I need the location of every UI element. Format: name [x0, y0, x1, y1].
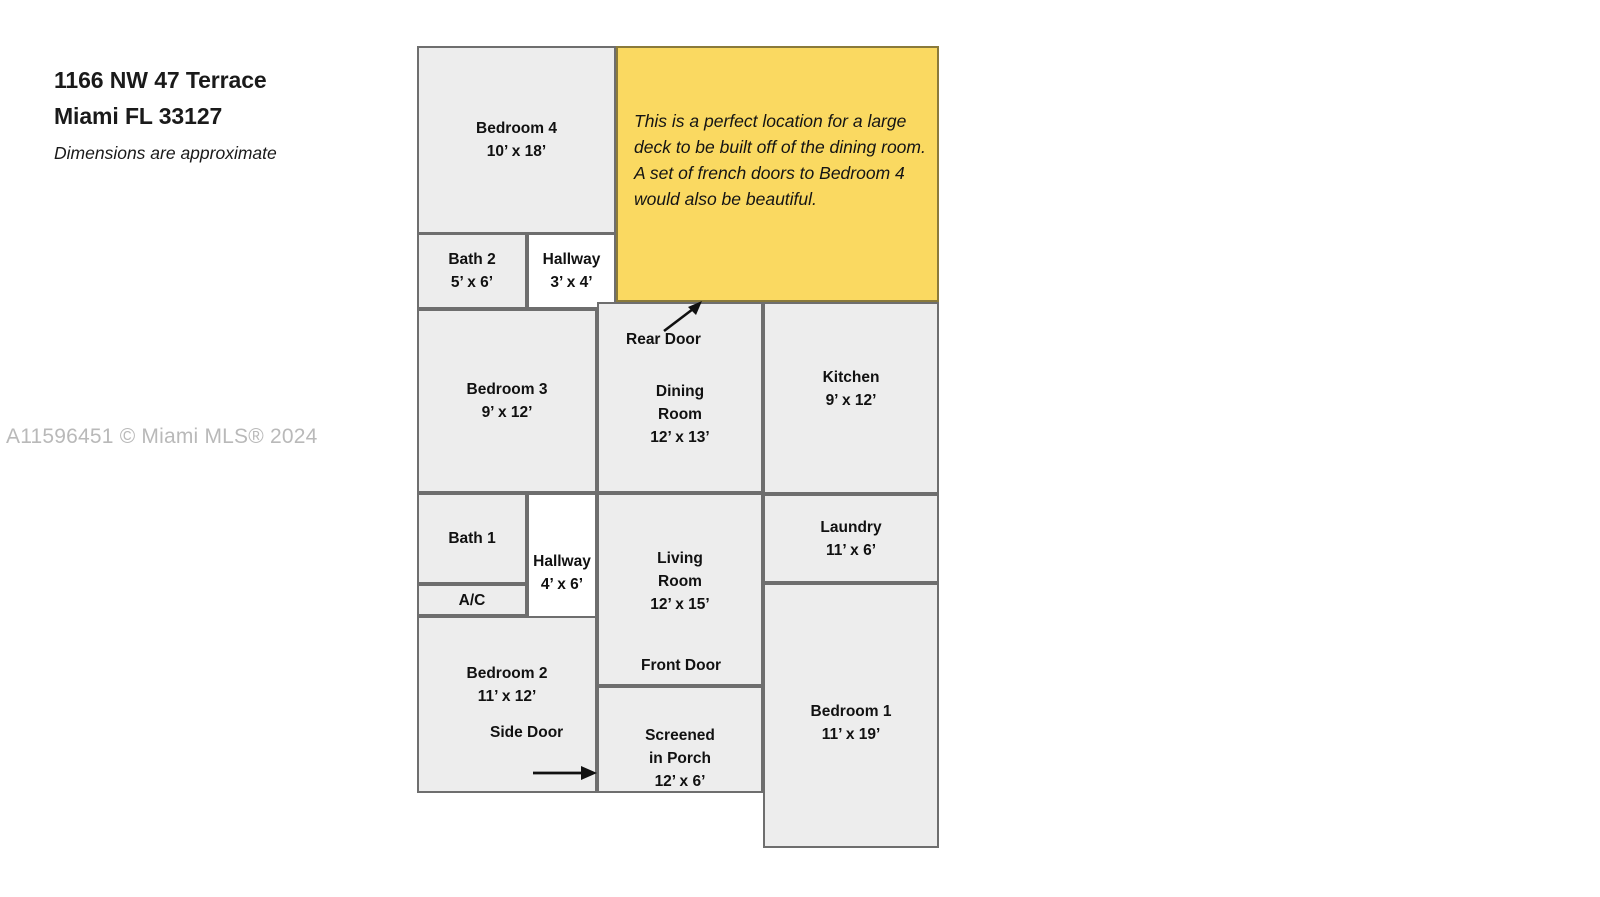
room-ac-closet: A/C: [417, 584, 527, 616]
room-dimensions-dining-room: 12’ x 13’: [650, 429, 710, 446]
room-dimensions-bedroom-4: 10’ x 18’: [486, 143, 547, 160]
room-laundry: Laundry 11’ x 6’: [763, 494, 939, 583]
room-label-bedroom-1: Bedroom 1: [810, 703, 892, 720]
deck-suggestion-note-text: This is a perfect location for a large d…: [634, 111, 926, 209]
room-dimensions-bath-2: 5’ x 6’: [450, 274, 494, 291]
room-bath-2: Bath 2 5’ x 6’: [417, 233, 527, 309]
title-block: 1166 NW 47 Terrace Miami FL 33127 Dimens…: [54, 62, 384, 168]
room-dimensions-hallway-upper: 3’ x 4’: [550, 274, 593, 291]
deck-suggestion-note: [616, 46, 939, 302]
side-door-arrow-icon: [533, 766, 597, 780]
room-bedroom-3: Bedroom 3 9’ x 12’: [417, 309, 597, 493]
room-label-bedroom-2: Bedroom 2: [466, 665, 548, 682]
room-label-bath-1: Bath 1: [448, 530, 496, 547]
room-bath-1: Bath 1: [417, 493, 527, 584]
room-label-hallway-upper: Hallway: [542, 251, 601, 268]
room-label-dining-room: Dining Room: [655, 383, 705, 423]
room-bedroom-2: Bedroom 2 11’ x 12’: [417, 616, 597, 793]
address-line-2: Miami FL 33127: [54, 103, 223, 129]
room-living-room: Living Room 12’ x 15’: [597, 493, 763, 686]
room-dimensions-laundry: 11’ x 6’: [826, 541, 876, 559]
room-label-bedroom-4: Bedroom 4: [476, 120, 557, 137]
side-door-label: Side Door: [490, 724, 564, 741]
room-dimensions-living-room: 12’ x 15’: [650, 596, 710, 613]
room-dimensions-kitchen: 9’ x 12’: [825, 392, 877, 409]
room-label-hallway-lower: Hallway: [533, 553, 591, 570]
rear-door-label: Rear Door: [626, 331, 701, 348]
mls-watermark: A11596451 © Miami MLS® 2024: [6, 425, 318, 448]
room-dimensions-bedroom-2: 11’ x 12’: [477, 688, 537, 705]
room-label-ac-closet: A/C: [458, 591, 486, 609]
room-label-bedroom-3: Bedroom 3: [466, 381, 548, 398]
address-line-1: 1166 NW 47 Terrace: [54, 67, 267, 93]
room-dimensions-bedroom-1: 11’ x 19’: [821, 726, 881, 743]
room-dimensions-screened-porch: 12’ x 6’: [654, 773, 706, 790]
room-hallway-upper: Hallway 3’ x 4’: [527, 233, 616, 309]
room-label-living-room: Living Room: [657, 550, 703, 590]
room-kitchen: Kitchen 9’ x 12’: [763, 302, 939, 494]
room-label-laundry: Laundry: [820, 518, 882, 536]
room-bedroom-1: Bedroom 1 11’ x 19’: [763, 583, 939, 848]
room-bedroom-4: Bedroom 4 10’ x 18’: [417, 46, 616, 234]
rear-door-arrow-icon: [663, 301, 702, 333]
room-label-screened-porch: Screened in Porch: [645, 727, 715, 767]
front-door-label: Front Door: [641, 657, 722, 674]
dimensions-disclaimer: Dimensions are approximate: [54, 143, 277, 163]
room-screened-porch: Screened in Porch 12’ x 6’: [597, 686, 763, 793]
room-dimensions-hallway-lower: 4’ x 6’: [540, 576, 584, 593]
room-dining-room: Dining Room 12’ x 13’: [597, 302, 763, 493]
room-hallway-lower: Hallway 4’ x 6’: [527, 493, 597, 620]
room-dimensions-bedroom-3: 9’ x 12’: [481, 404, 533, 421]
room-label-kitchen: Kitchen: [822, 369, 880, 386]
room-label-bath-2: Bath 2: [448, 251, 496, 268]
